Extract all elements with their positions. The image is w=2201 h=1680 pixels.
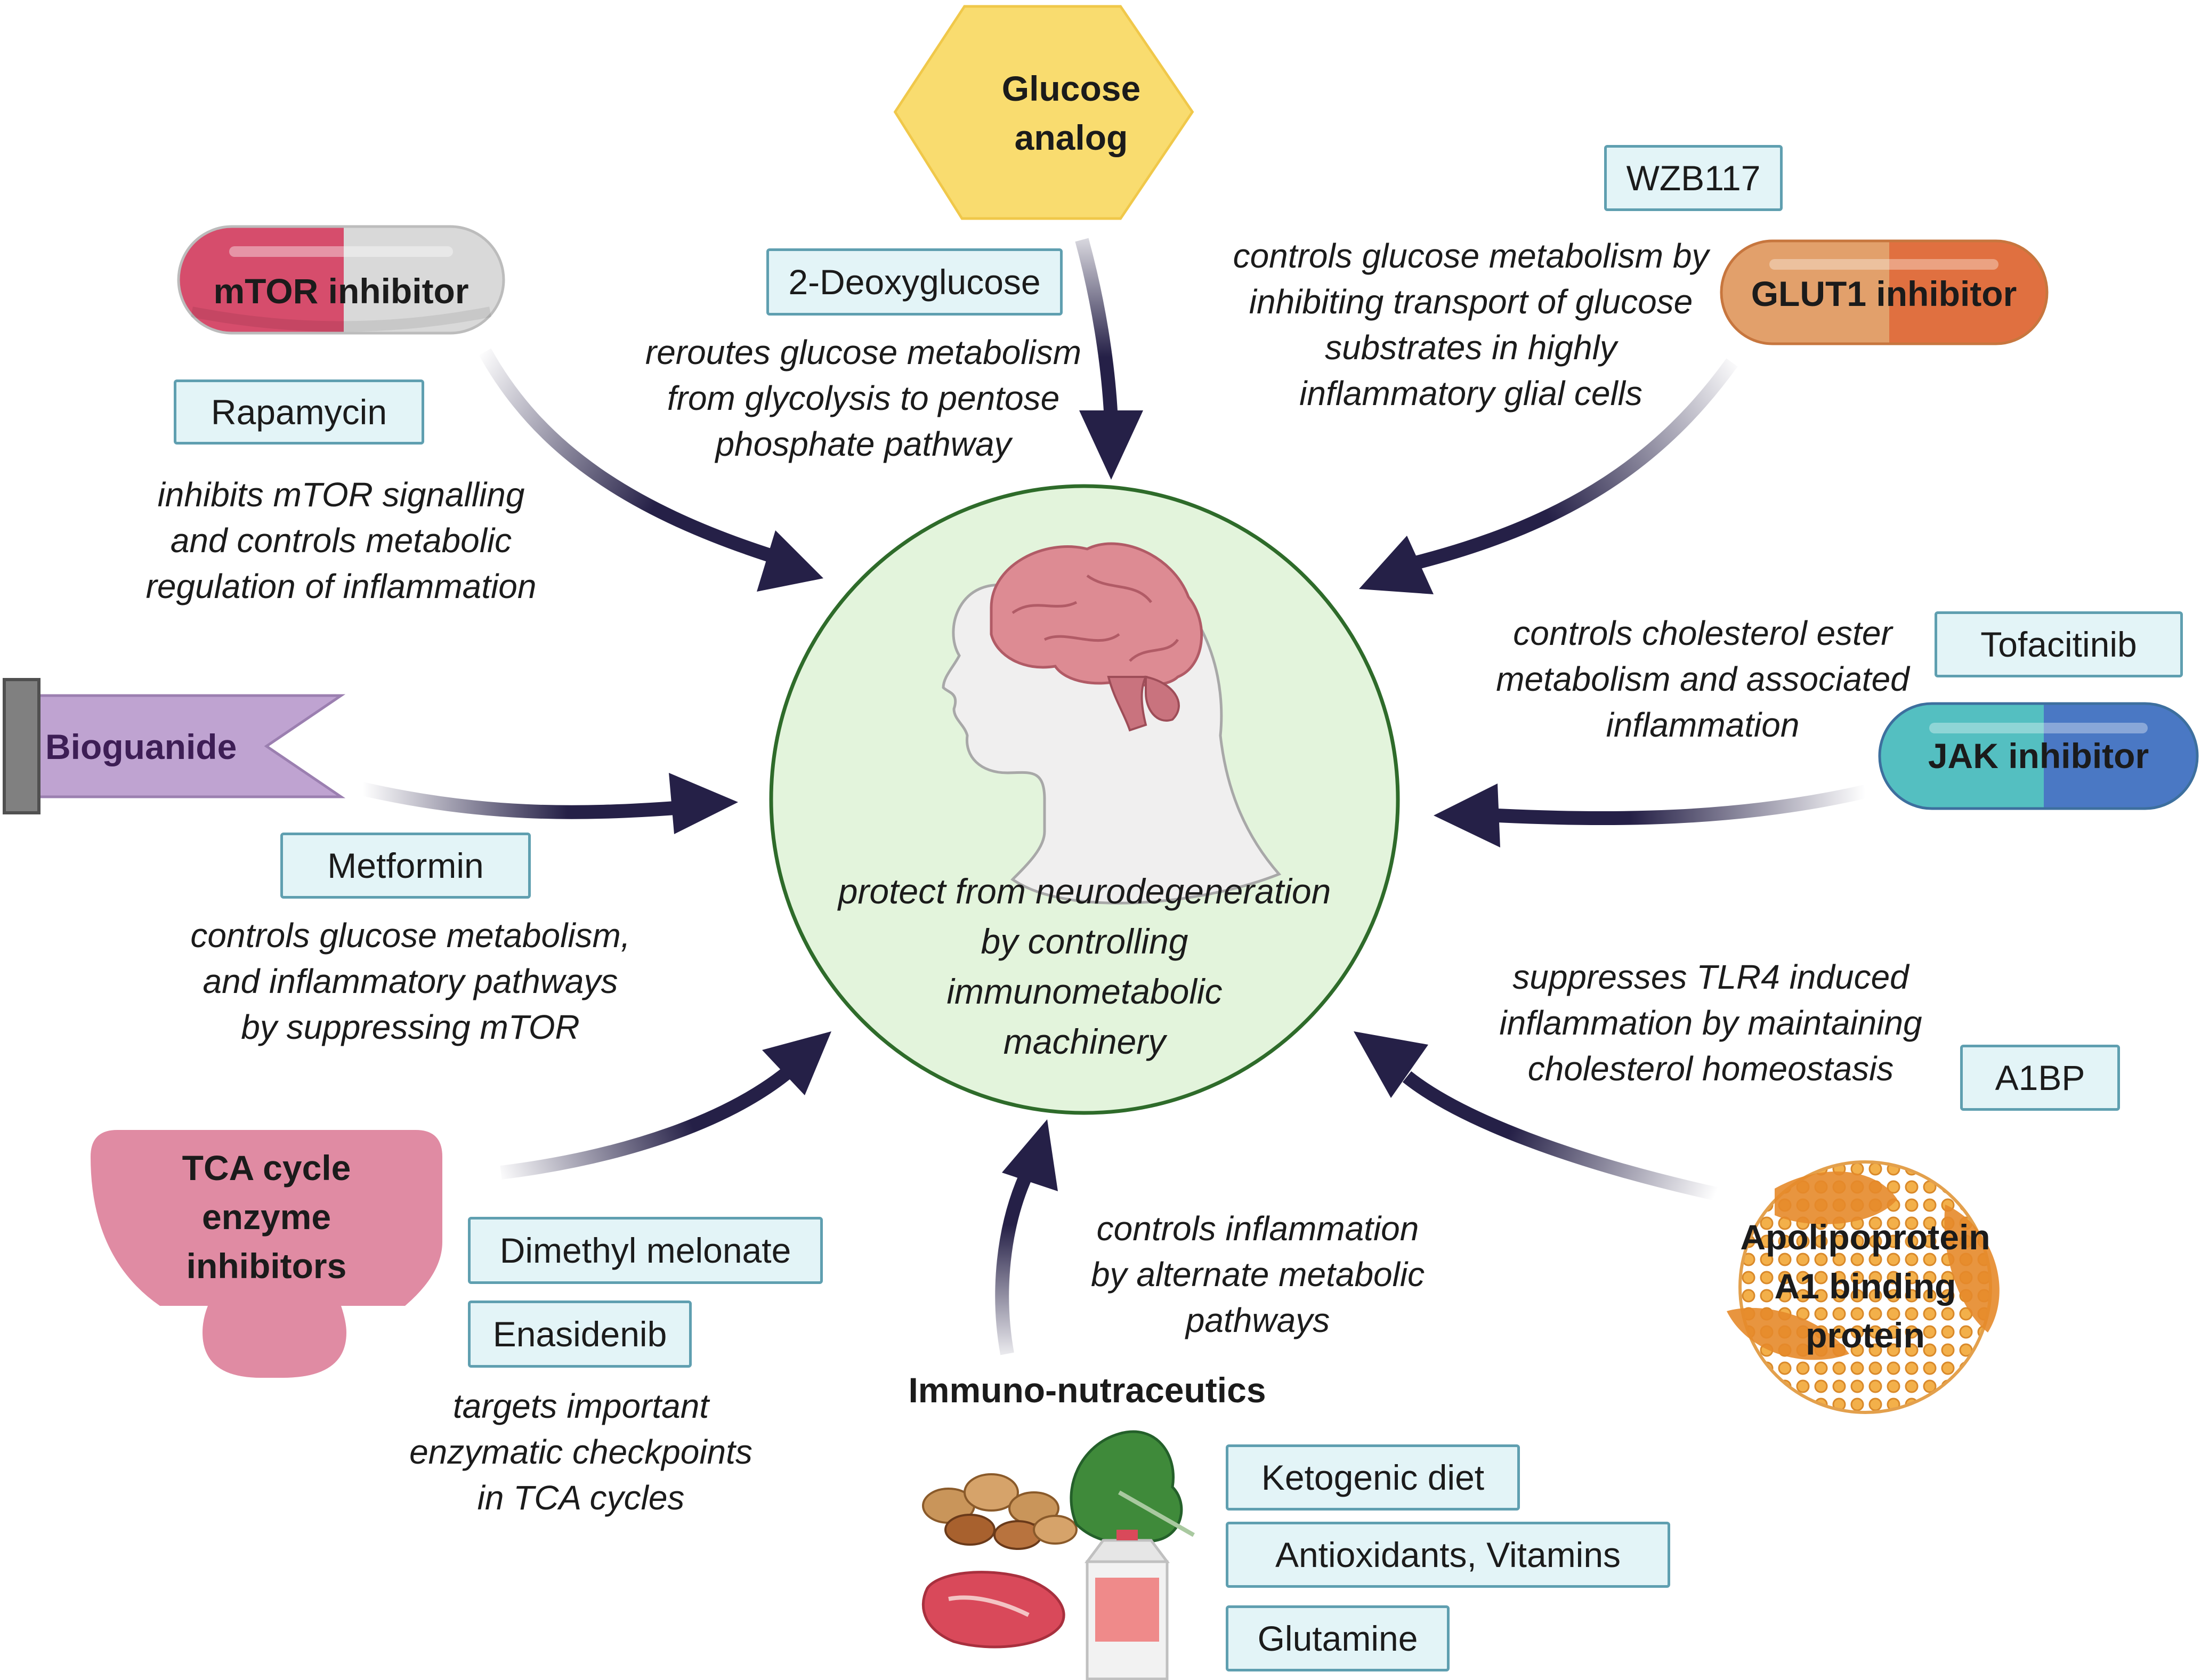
desc-line: inflammation [1606,706,1800,744]
food-icon [921,1430,1195,1680]
bioguanide-label: Bioguanide [45,727,237,766]
jak-description: controls cholesterol ester metabolism an… [1450,610,1956,748]
hexagon-icon [893,5,1194,220]
nutra-label: Immuno-nutraceutics [908,1370,1266,1410]
label-line: Apolipoprotein [1740,1217,1990,1257]
center-line: immunometabolic [946,972,1223,1011]
desc-line: by alternate metabolic [1090,1255,1425,1294]
label-line: analog [1014,118,1128,157]
center-caption: protect from neurodegeneration by contro… [805,866,1364,1067]
arrowhead-bioguanide [669,773,738,834]
tca-label: TCA cycle enzyme inhibitors [117,1143,416,1290]
tca-description: targets important enzymatic checkpoints … [346,1383,815,1521]
center-line: protect from neurodegeneration [838,871,1331,911]
drug-box-a1bp: A1BP [1960,1045,2120,1111]
arrow-nutra [995,1167,1035,1355]
tca-shape-icon [91,1130,442,1378]
label-line: A1 binding [1774,1266,1956,1306]
drug-box-enasidenib: Enasidenib [468,1301,692,1368]
desc-line: from glycolysis to pentose [667,379,1060,417]
arrowhead-glucose [1079,410,1143,480]
drug-box-wzb117: WZB117 [1604,145,1783,211]
label-line: inhibitors [186,1246,347,1286]
mtor-pill-label: mTOR inhibitor [181,266,501,316]
desc-line: controls glucose metabolism by [1233,237,1709,275]
item-box-ketogenic-diet: Ketogenic diet [1226,1444,1520,1511]
bioguanide-description: controls glucose metabolism, and inflamm… [155,912,666,1050]
arrow-tca [500,1065,794,1180]
arrow-jak [1497,785,1867,826]
desc-line: controls glucose metabolism, [190,916,630,955]
desc-line: controls inflammation [1096,1209,1419,1248]
apo-description: suppresses TLR4 induced inflammation by … [1460,954,1961,1092]
desc-line: suppresses TLR4 induced [1512,958,1909,996]
mtor-description: inhibits mTOR signalling and controls me… [101,472,581,609]
mtor-label-grey: inhibitor [328,271,469,311]
arrowhead-apo [1354,1031,1428,1098]
arrowhead-jak [1434,784,1500,847]
desc-line: targets important [452,1387,709,1425]
glucose-hexagon-label: Glucose analog [949,64,1194,162]
glut1-pill-icon [1720,239,2049,345]
glucose-description: reroutes glucose metabolism from glycoly… [618,329,1108,467]
drug-box-tofacitinib: Tofacitinib [1935,611,2183,677]
brain-head-icon [942,542,1282,904]
desc-line: inhibiting transport of glucose [1249,282,1693,321]
desc-line: inhibits mTOR signalling [157,475,525,514]
desc-line: enzymatic checkpoints [409,1433,752,1471]
desc-line: and inflammatory pathways [203,962,618,1000]
desc-line: reroutes glucose metabolism [645,333,1082,371]
desc-line: controls cholesterol ester [1513,614,1892,652]
banner-icon [3,678,346,814]
label-line: Glucose [1001,69,1141,108]
label-line: enzyme [201,1197,331,1237]
desc-line: and controls metabolic [170,521,512,560]
desc-line: pathways [1185,1301,1330,1339]
arrows [361,238,1867,1355]
item-box-antioxidants: Antioxidants, Vitamins [1226,1522,1670,1588]
desc-line: phosphate pathway [715,425,1012,463]
drug-box-rapamycin: Rapamycin [174,379,424,445]
arrow-mtor [479,348,786,567]
arrowhead-tca [762,1031,831,1095]
desc-line: inflammatory glial cells [1299,374,1642,413]
desc-line: metabolism and associated [1496,660,1909,698]
apo-label: Apolipoprotein A1 binding protein [1705,1213,2025,1360]
center-line: by controlling [981,922,1188,961]
arrowhead-nutra [1002,1119,1058,1191]
drug-box-dimethyl-melonate: Dimethyl melonate [468,1217,823,1284]
jak-pill-label: JAK inhibitor [1928,736,2149,776]
arrow-bioguanide [361,782,683,819]
center-line: machinery [1003,1022,1166,1061]
desc-line: in TCA cycles [477,1479,685,1517]
desc-line: cholesterol homeostasis [1527,1049,1894,1088]
lipoprotein-icon [1727,1160,2000,1414]
nutra-description: controls inflammation by alternate metab… [1013,1206,1503,1343]
drug-box-metformin: Metformin [280,833,531,899]
arrowhead-glut1 [1359,536,1434,594]
glut1-description: controls glucose metabolism by inhibitin… [1210,233,1732,416]
desc-line: by suppressing mTOR [241,1008,580,1046]
desc-line: inflammation by maintaining [1499,1004,1922,1042]
glut1-pill-label: GLUT1 inhibitor [1751,274,2017,313]
item-box-glutamine: Glutamine [1226,1605,1450,1671]
mtor-pill-icon [177,225,505,335]
mtor-label-red: mTOR [213,271,319,311]
desc-line: substrates in highly [1325,328,1617,367]
label-line: TCA cycle [182,1148,351,1188]
jak-pill-icon [1878,702,2199,810]
arrow-glucose [1075,238,1118,422]
arrow-apo [1402,1071,1718,1201]
arrow-glut1 [1415,358,1738,569]
drug-box-2-deoxyglucose: 2-Deoxyglucose [766,248,1063,316]
arrowhead-mtor [757,530,823,592]
label-line: protein [1806,1315,1925,1355]
desc-line: regulation of inflammation [145,567,537,605]
